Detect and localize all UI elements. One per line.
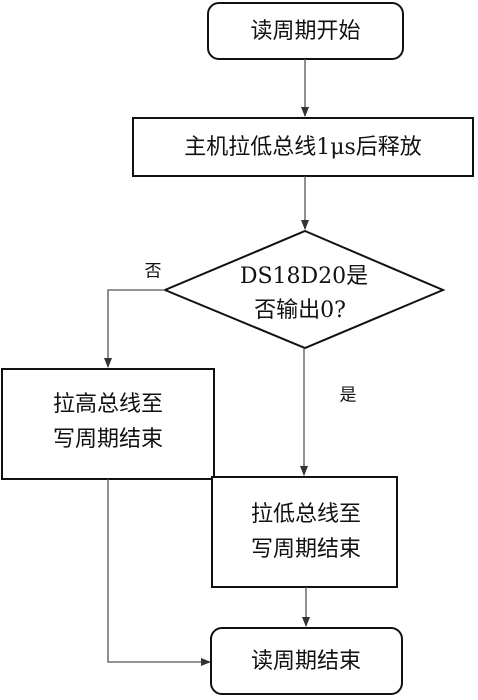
- pull-low-node: [211, 476, 398, 588]
- end-node: [210, 627, 403, 695]
- start-node-label: 读周期开始: [250, 19, 360, 44]
- pull-low-node-line2: 写周期结束: [251, 537, 361, 562]
- edge-decision-to-pull-high: [104, 289, 165, 368]
- decision-node-line1: DS18D20是: [240, 264, 368, 289]
- pull-high-node-line2: 写周期结束: [53, 427, 163, 452]
- release-node-label: 主机拉低总线1μs后释放: [184, 135, 422, 160]
- edge-yes-label: 是: [340, 386, 357, 406]
- pull-high-node-line1: 拉高总线至: [53, 392, 163, 417]
- release-node: [132, 117, 474, 177]
- decision-node-line2: 否输出0?: [254, 298, 346, 323]
- edge-no-label: 否: [145, 262, 162, 282]
- pull-low-node-line1: 拉低总线至: [251, 502, 361, 527]
- edge-pull-high-to-end: [107, 479, 211, 666]
- end-node-label: 读周期结束: [251, 649, 361, 674]
- pull-high-node: [1, 368, 215, 480]
- decision-node: [162, 229, 446, 350]
